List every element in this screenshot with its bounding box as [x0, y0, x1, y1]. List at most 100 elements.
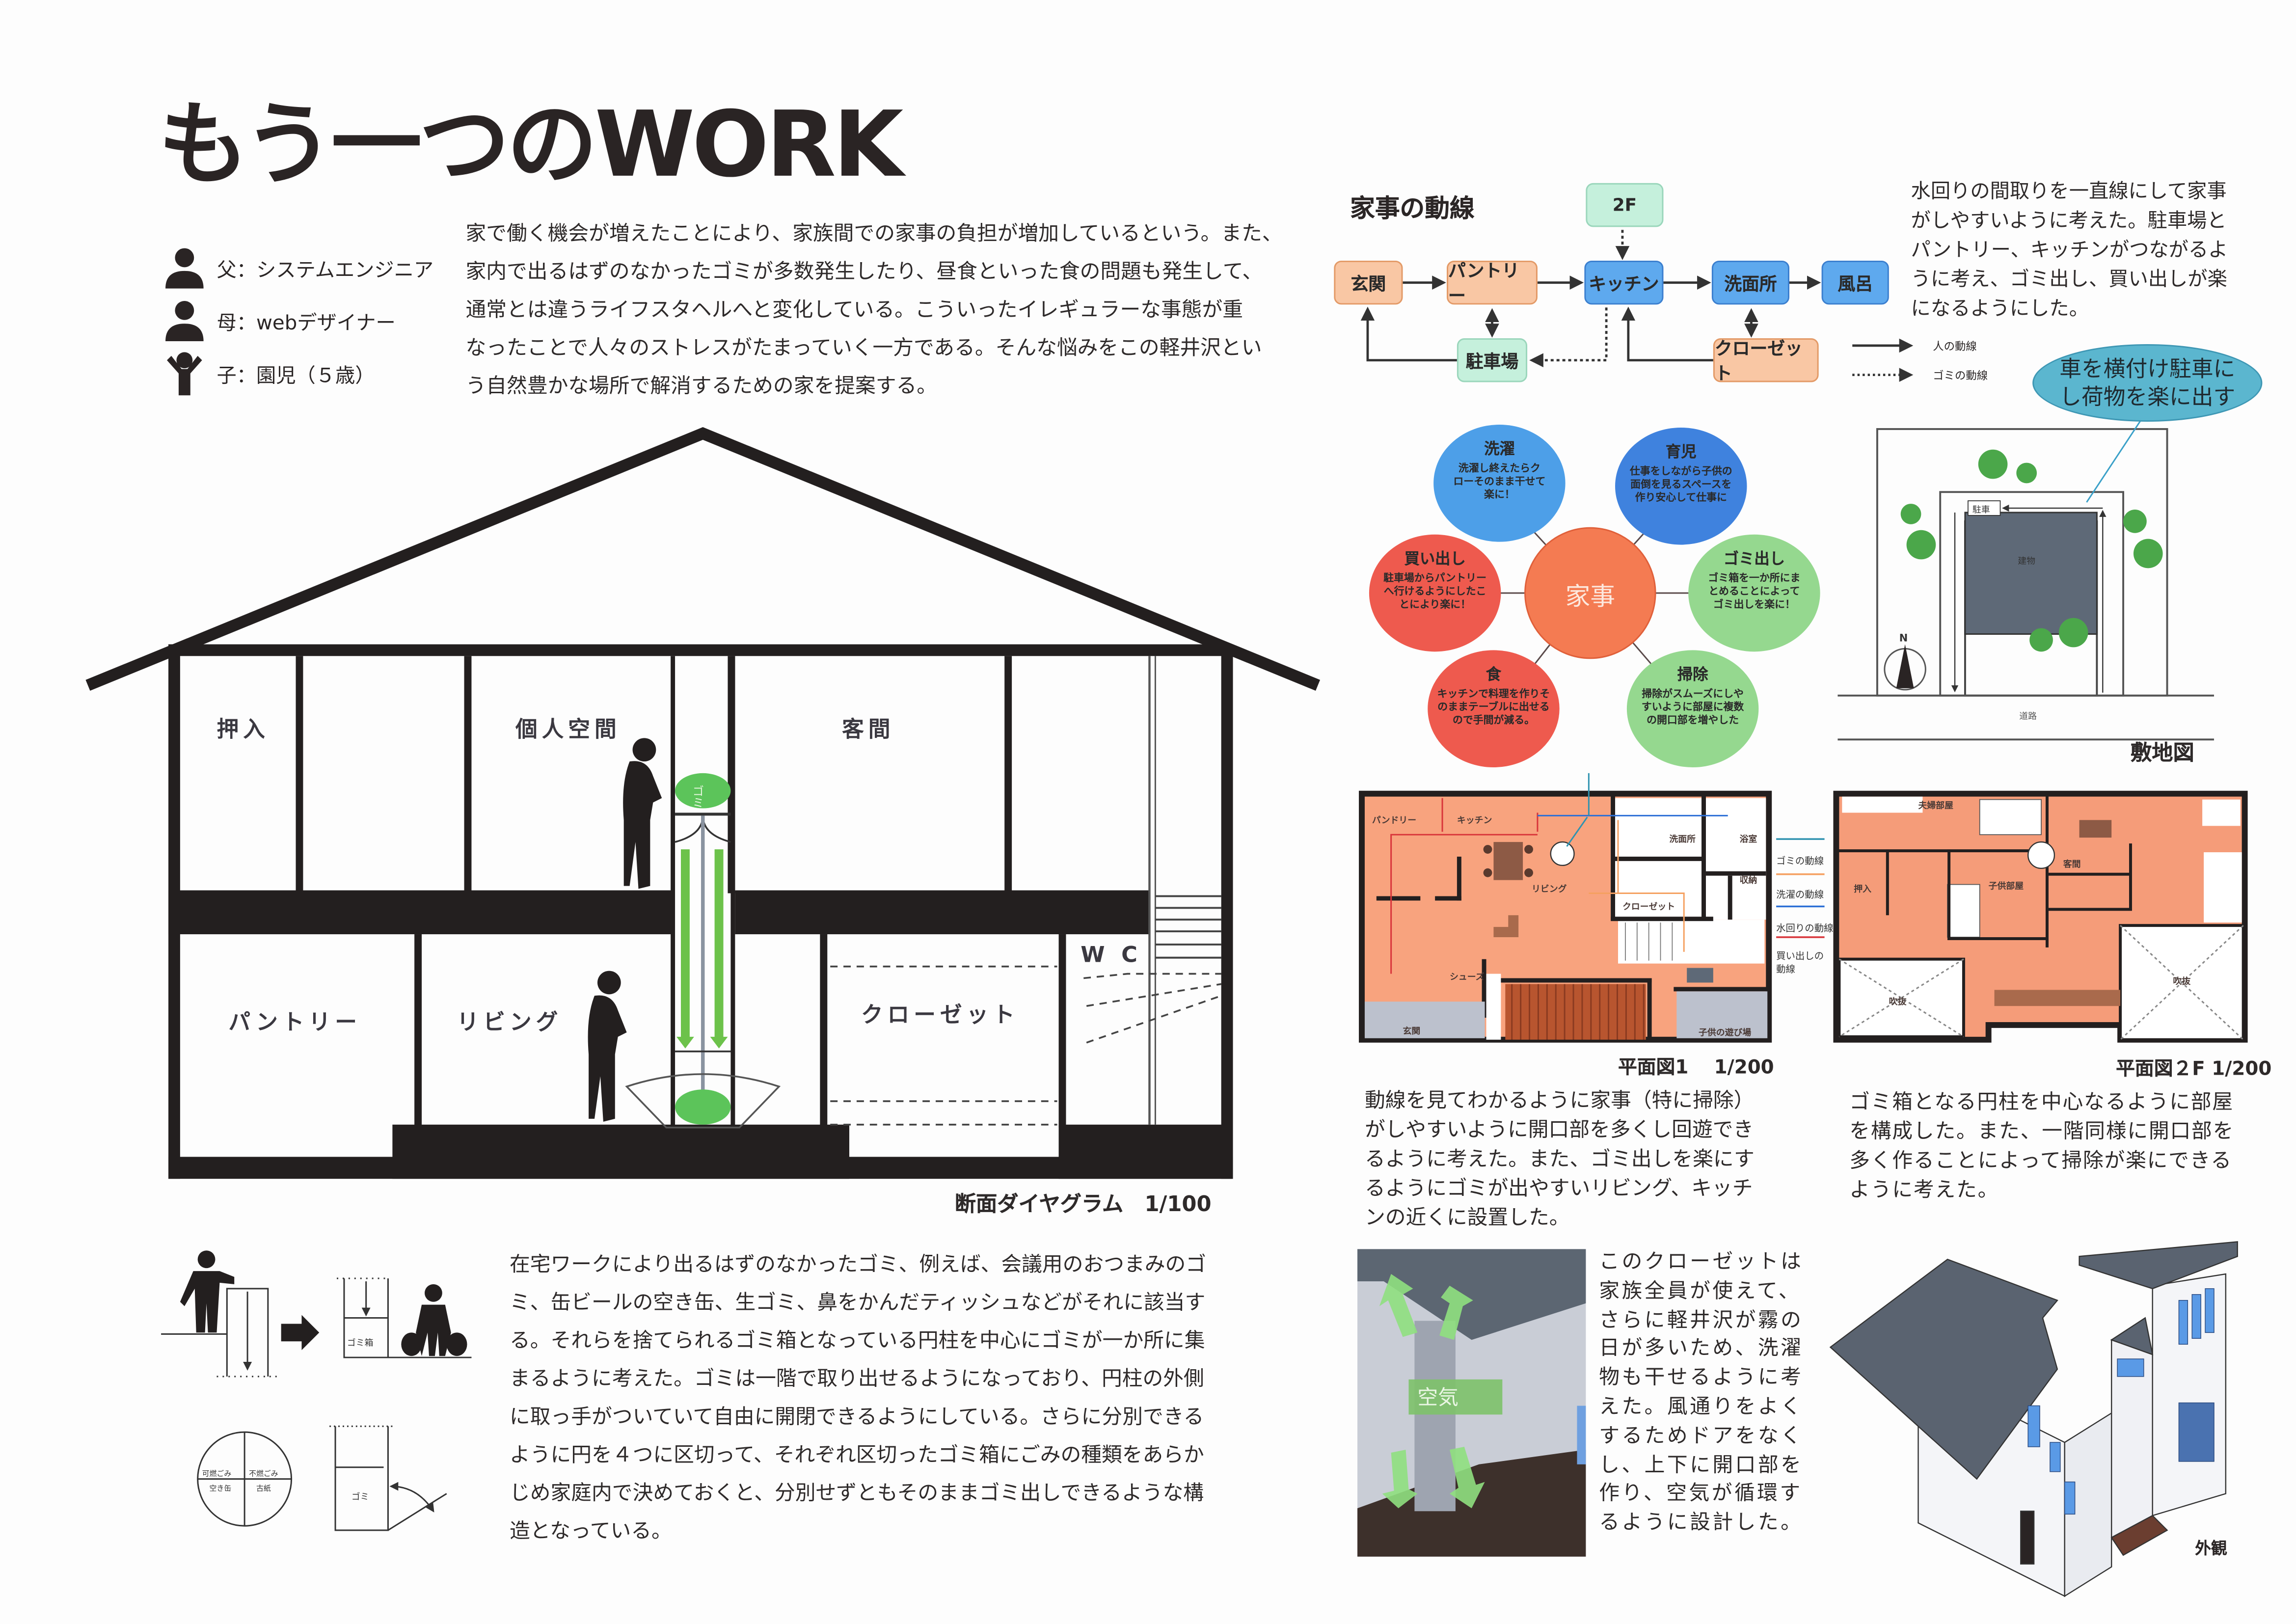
flow-node-pantry: パントリー [1447, 260, 1538, 306]
adult-person-icon [165, 300, 204, 341]
flow-node-kitchen: キッチン [1584, 260, 1664, 305]
text-line: 作り、空気が循環す [1599, 1482, 1803, 1506]
text-line: るように設計した。 [1599, 1511, 1804, 1535]
section-caption: 断面ダイヤグラム 1/100 [954, 1193, 1212, 1217]
airflow-arrow-icon [1379, 1274, 1485, 1509]
bubble-title: ゴミ出し [1723, 550, 1785, 568]
bubble-text-line: ゴミ箱を一か所にま [1708, 572, 1801, 585]
text-line: このクローゼットは [1599, 1250, 1804, 1274]
text-line: を構成した。また、一階同様に開口部を [1849, 1120, 2235, 1144]
text-line: 家族全員が使えて、 [1599, 1279, 1802, 1303]
bubble-text-line: すいように部屋に複数 [1641, 701, 1744, 713]
plan1-label-bath: 浴室 [1740, 834, 1757, 844]
bubble-text-line: ゴミ出しを楽に！ [1713, 598, 1795, 611]
bubble-text-line: とにより楽に！ [1399, 598, 1471, 611]
bubble-text-line: ローそのまま干せて [1453, 476, 1546, 488]
svg-text:N: N [1899, 632, 1908, 644]
legend-person-flow: 人の動線 [1933, 340, 1977, 353]
gomi-diagrams: ゴミ箱 ゴミ 可燃ごみ 不燃ごみ 空き缶 古紙 [161, 1250, 472, 1531]
bubble-text-line: 掃除がスムーズにしや [1642, 688, 1744, 700]
room-label-wc: W C [1080, 942, 1142, 968]
text-line: になるようにした。 [1911, 297, 2089, 321]
gomi-label: ゴミ [351, 1491, 369, 1502]
text-line: る。それらを捨てられるゴミ箱となっている円柱を中心にゴミが一か所に集 [510, 1329, 1205, 1353]
flow-title: 家事の動線 [1350, 194, 1475, 224]
arrow-right-icon [281, 1315, 320, 1351]
text-line: 家で働く機会が増えたことにより、家族間での家事の負担が増加しているという。また、 [465, 222, 1283, 246]
site-plan: 駐車 建物 道路 N [1837, 420, 2214, 741]
plan2-label-couple: 夫婦部屋 [1918, 800, 1953, 811]
closet-description: このクローゼットは家族全員が使えて、さらに軽井沢が霧の日が多いため、洗濯物も干せ… [1599, 1249, 1803, 1539]
adult-person-icon [165, 248, 204, 289]
site-parking-label: 駐車 [1972, 505, 1990, 515]
text-line: さらに軽井沢が霧の [1599, 1308, 1804, 1332]
text-line: 多く作ることによって掃除が楽にできる [1849, 1149, 2232, 1173]
text-line: パントリー、キッチンがつながるよ [1911, 239, 2228, 262]
bubble-title: 掃除 [1677, 666, 1708, 684]
person-throwing-icon [180, 1250, 235, 1333]
gomi-label: ゴミ [690, 785, 704, 809]
bubble-center: 家事 [1524, 527, 1656, 659]
sort-section-label: 空き缶 [210, 1484, 232, 1492]
bubble-text-line: 面倒を見るスペースを [1630, 479, 1732, 491]
family-child: 子：園児（５歳） [164, 352, 375, 396]
text-line: ミ、缶ビールの空き缶、生ゴミ、鼻をかんだティッシュなどがそれに該当す [510, 1291, 1206, 1315]
text-line: がしやすいように開口部を多くし回遊でき [1364, 1118, 1754, 1142]
text-line: がしやすいように考えた。駐車場と [1911, 209, 2227, 233]
bubble-text-line: ので手間が減る。 [1452, 714, 1535, 727]
plan1-label-closet: クローゼット [1622, 901, 1675, 912]
sort-section-label: 可燃ごみ [202, 1469, 232, 1478]
bubble-text-line: 仕事をしながら子供の [1629, 465, 1732, 478]
family-label: 父：システムエンジニア [216, 259, 434, 283]
flow-node-furo: 風呂 [1821, 260, 1889, 305]
flow-node-genkan: 玄関 [1334, 260, 1403, 305]
plan2-label-kids: 子供部屋 [1989, 881, 2024, 892]
sort-section-label: 古紙 [256, 1484, 271, 1492]
person-carrying-bags-icon [401, 1284, 467, 1356]
flow-node-2f: 2F [1586, 183, 1664, 227]
bubble-title: 育児 [1665, 443, 1697, 461]
plan1-legend-arrows [1776, 838, 1825, 938]
legend-gomi-flow: ゴミの動線 [1933, 369, 1988, 382]
text-line: なったことで人々のストレスがたまっていく一方である。そんな悩みをこの軽井沢とい [465, 337, 1262, 360]
text-line: 日が多いため、洗濯 [1599, 1337, 1804, 1361]
bubble-text-line: とめることによって [1708, 586, 1800, 597]
legend-item: 洗濯の動線 [1776, 889, 1824, 901]
text-line: 在宅ワークにより出るはずのなかったゴミ、例えば、会議用のおつまみのゴ [510, 1253, 1206, 1277]
text-line: するためドアをなく [1599, 1424, 1804, 1448]
family-mother: 母：webデザイナー [164, 298, 396, 342]
text-line: まるように考えた。ゴミは一階で取り出せるようになっており、円柱の外側 [510, 1367, 1204, 1391]
text-line: 物も干せるように考 [1599, 1366, 1804, 1390]
exterior-caption: 外観 [2195, 1539, 2227, 1558]
bubble-title: 買い出し [1404, 550, 1466, 568]
text-line: 通常とは違うライフスタヘルへと変化している。こういったイレギュラーな事態が重 [465, 298, 1243, 323]
air-label: 空気 [1417, 1386, 1459, 1410]
road-label: 道路 [2019, 711, 2037, 722]
text-line: ゴミ箱となる円柱を中心なるように部屋 [1849, 1091, 2234, 1114]
bubble-0: 洗濯洗濯し終えたらクローそのまま干せて楽に！ [1433, 425, 1566, 542]
sort-section-label: 不燃ごみ [249, 1469, 278, 1478]
bubble-2: 買い出し駐車場からパントリーへ行けるようにしたことにより楽に！ [1369, 534, 1501, 652]
north-arrow-icon: N [1884, 632, 1926, 691]
plan1-label-senmen: 洗面所 [1669, 834, 1696, 844]
bubble-text-line: 作り安心して仕事に [1635, 492, 1727, 504]
flow-node-parking: 駐車場 [1457, 338, 1528, 382]
person-silhouette-icon [623, 738, 662, 889]
text-line: に取っ手がついていて自由に開閉できるようにしている。さらに分別できる [510, 1406, 1204, 1430]
gomi-description: 在宅ワークにより出るはずのなかったゴミ、例えば、会議用のおつまみのゴミ、缶ビール… [510, 1246, 1206, 1550]
callout-line: し荷物を楽に出す [2059, 383, 2236, 409]
callout-line: 車を横付け駐車に [2059, 355, 2236, 382]
plan1-label-genkan: 玄関 [1403, 1026, 1421, 1036]
text-line: 水回りの間取りを一直線にして家事 [1911, 180, 2227, 204]
plan1-legend: ゴミの動線 洗濯の動線 水回りの動線 買い出しの動線 [1776, 845, 1833, 976]
plan1-caption: 平面図1 1/200 [1618, 1057, 1774, 1080]
text-line: 家内で出るはずのなかったゴミが多数発生したり、昼食といった食の問題も発生して、 [465, 260, 1263, 284]
room-label-closet: クローゼット [861, 1001, 1019, 1028]
tree-icon [1900, 449, 2163, 652]
bubble-4: 食キッチンで料理を作りそのままテーブルに出せるので手間が減る。 [1428, 650, 1560, 767]
plan1-label-pantry: パンドリー [1372, 815, 1416, 825]
bubble-title: 食 [1486, 666, 1502, 684]
text-line: 動線を見てわかるように家事（特に掃除） [1364, 1089, 1755, 1113]
bubble-text-line: 洗濯し終えたらク [1458, 462, 1540, 475]
